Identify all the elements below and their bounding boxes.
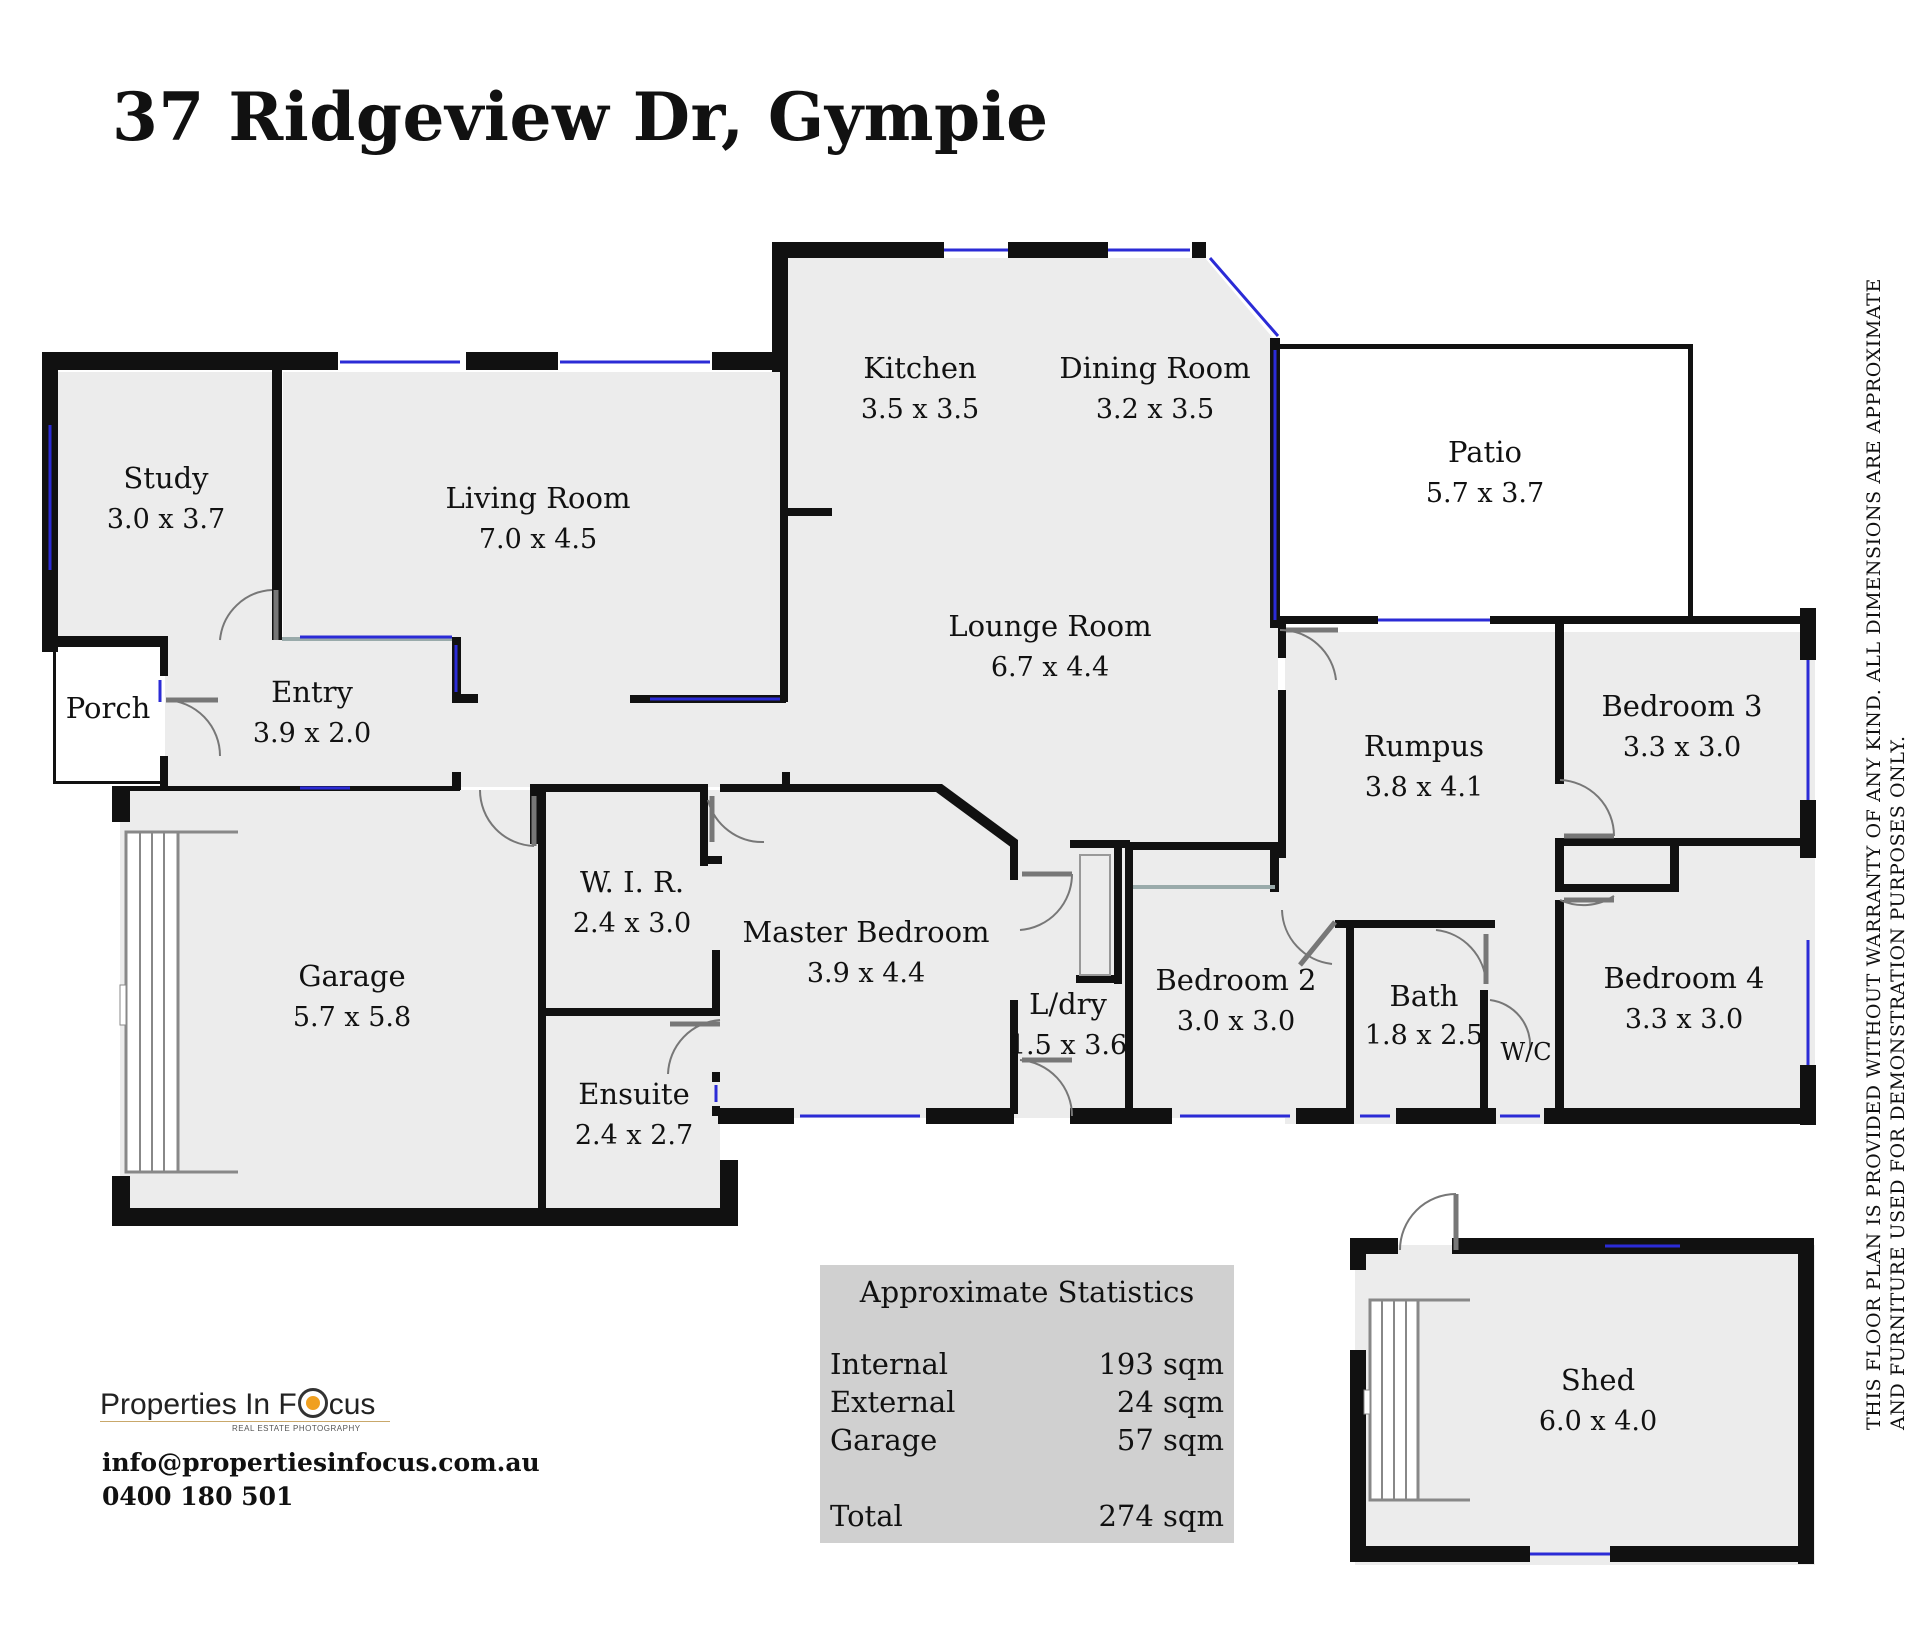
room-study-dim: 3.0 x 3.7 xyxy=(107,504,225,535)
room-bath-name: Bath xyxy=(1390,979,1459,1013)
room-rumpus-dim: 3.8 x 4.1 xyxy=(1365,772,1483,803)
focus-lens-icon xyxy=(297,1388,328,1419)
stats-row: Internal 193 sqm xyxy=(830,1347,1224,1383)
stats-total-label: Total xyxy=(830,1499,903,1533)
room-wc-name: W/C xyxy=(1500,1038,1551,1066)
stats-total-value: 274 sqm xyxy=(1098,1499,1224,1533)
stats-label: External xyxy=(830,1385,956,1419)
room-ensuite-name: Ensuite xyxy=(578,1077,690,1111)
room-shed-dim: 6.0 x 4.0 xyxy=(1539,1406,1657,1437)
room-entry-dim: 3.9 x 2.0 xyxy=(253,718,371,749)
door-leaves xyxy=(166,590,1614,1250)
stats-value: 57 sqm xyxy=(1116,1423,1224,1457)
room-garage-dim: 5.7 x 5.8 xyxy=(293,1002,411,1033)
brand-underline xyxy=(100,1421,390,1422)
room-shed-name: Shed xyxy=(1561,1363,1635,1397)
room-patio-dim: 5.7 x 3.7 xyxy=(1426,478,1544,509)
room-bedroom4-name: Bedroom 4 xyxy=(1604,961,1765,995)
room-wir-name: W. I. R. xyxy=(580,865,684,899)
stats-value: 193 sqm xyxy=(1098,1347,1224,1381)
brand-name-pre: Properties In F xyxy=(100,1388,297,1421)
garage-door xyxy=(119,830,238,1174)
room-porch-name: Porch xyxy=(66,691,151,725)
room-dining-dim: 3.2 x 3.5 xyxy=(1096,394,1214,425)
laundry-cabinet xyxy=(1079,854,1111,976)
room-bath-dim: 1.8 x 2.5 xyxy=(1365,1020,1483,1051)
room-laundry-name: L/dry xyxy=(1029,987,1107,1021)
shed-door xyxy=(1363,1298,1470,1502)
contact-phone: 0400 180 501 xyxy=(102,1482,294,1511)
room-bedroom3-dim: 3.3 x 3.0 xyxy=(1623,732,1741,763)
stats-total-row: Total 274 sqm xyxy=(830,1499,1224,1535)
windows xyxy=(48,248,1810,1556)
stats-label: Garage xyxy=(830,1423,938,1457)
disclaimer-text: This floor plan is provided without warr… xyxy=(1863,278,1909,1430)
room-bedroom2-dim: 3.0 x 3.0 xyxy=(1177,1006,1295,1037)
room-master-dim: 3.9 x 4.4 xyxy=(807,958,925,989)
stats-label: Internal xyxy=(830,1347,949,1381)
room-bedroom3-name: Bedroom 3 xyxy=(1602,689,1763,723)
stats-row: External 24 sqm xyxy=(830,1385,1224,1421)
brand-name-post: cus xyxy=(328,1388,376,1421)
stats-title: Approximate Statistics xyxy=(859,1275,1195,1309)
room-study-name: Study xyxy=(123,461,209,495)
stats-row: Garage 57 sqm xyxy=(830,1423,1224,1459)
room-patio-name: Patio xyxy=(1448,435,1522,469)
room-lounge-name: Lounge Room xyxy=(948,609,1151,643)
room-entry-name: Entry xyxy=(271,675,353,709)
room-kitchen-dim: 3.5 x 3.5 xyxy=(861,394,979,425)
floor-area xyxy=(58,258,1815,1565)
brand-logo: Properties In F cus xyxy=(100,1388,375,1422)
room-rumpus-name: Rumpus xyxy=(1364,729,1484,763)
room-living-dim: 7.0 x 4.5 xyxy=(479,524,597,555)
room-dining-name: Dining Room xyxy=(1059,351,1250,385)
room-bedroom4-dim: 3.3 x 3.0 xyxy=(1625,1004,1743,1035)
room-living-name: Living Room xyxy=(446,481,631,515)
room-garage-name: Garage xyxy=(298,959,405,993)
approximate-statistics-panel: Approximate Statistics Internal 193 sqm … xyxy=(820,1265,1234,1543)
contact-email: info@propertiesinfocus.com.au xyxy=(102,1448,540,1477)
room-lounge-dim: 6.7 x 4.4 xyxy=(991,652,1109,683)
room-ensuite-dim: 2.4 x 2.7 xyxy=(575,1120,693,1151)
room-bedroom2-name: Bedroom 2 xyxy=(1156,963,1317,997)
room-wir-dim: 2.4 x 3.0 xyxy=(573,908,691,939)
brand-tagline: REAL ESTATE PHOTOGRAPHY xyxy=(232,1424,361,1433)
room-kitchen-name: Kitchen xyxy=(863,351,976,385)
room-master-name: Master Bedroom xyxy=(742,915,989,949)
stats-value: 24 sqm xyxy=(1116,1385,1224,1419)
page-title: 37 Ridgeview Dr, Gympie xyxy=(112,78,1049,156)
room-laundry-dim: 1.5 x 3.6 xyxy=(1009,1030,1127,1061)
